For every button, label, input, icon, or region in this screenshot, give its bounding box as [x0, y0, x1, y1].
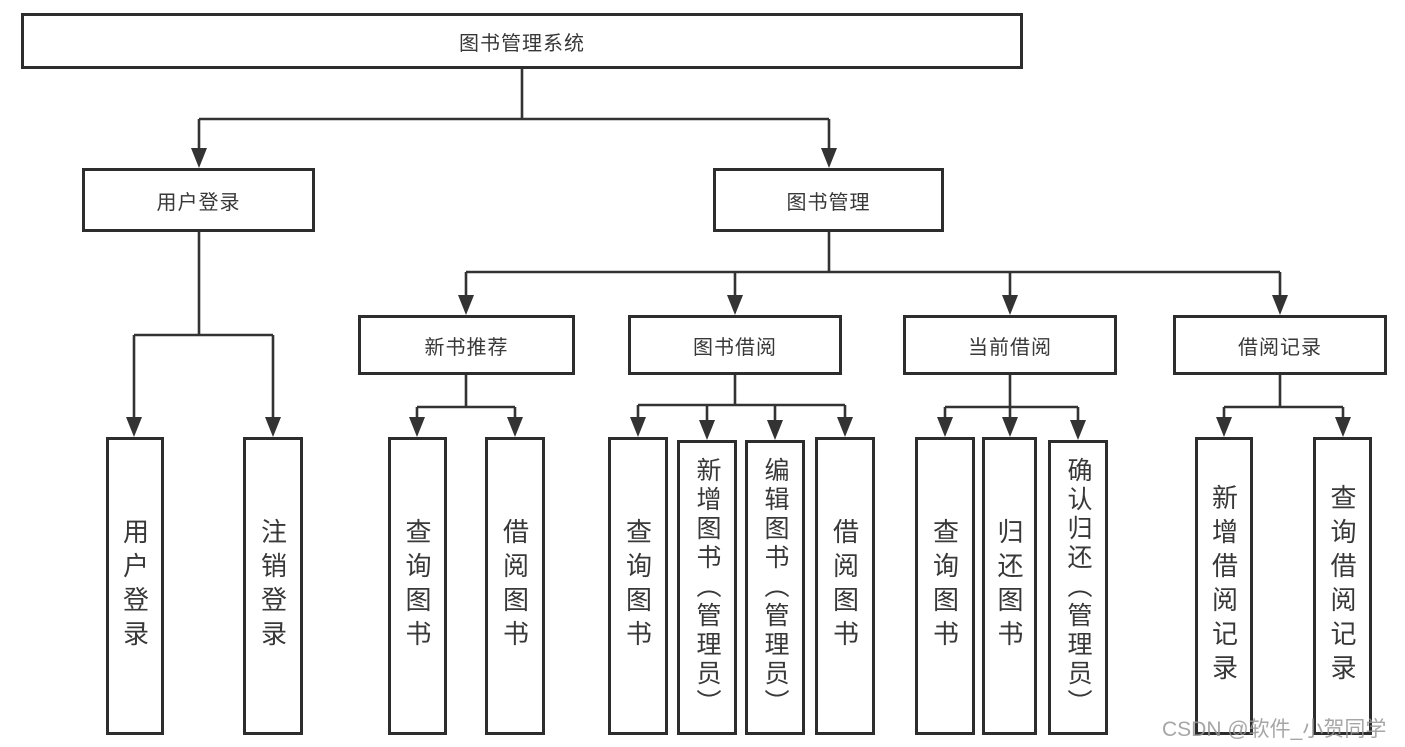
leaf-query-books-recommend: 查询图书 [388, 437, 447, 735]
leaf-borrow-books-recommend: 借阅图书 [485, 437, 545, 735]
node-book-management: 图书管理 [713, 168, 944, 232]
leaf-return-books: 归还图书 [982, 437, 1037, 735]
leaf-edit-book-admin: 编辑图书（管理员） [745, 440, 805, 735]
leaf-query-books-borrow: 查询图书 [608, 437, 668, 735]
leaf-add-borrow-record: 新增借阅记录 [1195, 437, 1253, 735]
leaf-user-login: 用户登录 [106, 437, 164, 735]
watermark: CSDN @软件_小贺同学 [1162, 718, 1387, 741]
node-book-borrow: 图书借阅 [628, 315, 842, 375]
leaf-logout: 注销登录 [243, 437, 303, 735]
node-root-system: 图书管理系统 [21, 13, 1023, 69]
leaf-borrow-books: 借阅图书 [815, 437, 875, 735]
node-borrow-records: 借阅记录 [1173, 315, 1387, 375]
arrowheads [126, 148, 1351, 440]
leaf-add-book-admin: 新增图书（管理员） [677, 440, 737, 735]
leaf-confirm-return-admin: 确认归还（管理员） [1048, 440, 1108, 735]
node-user-login: 用户登录 [82, 168, 315, 232]
node-current-borrow: 当前借阅 [903, 315, 1117, 375]
leaf-query-borrow-record: 查询借阅记录 [1313, 437, 1372, 735]
leaf-query-books-current: 查询图书 [915, 437, 975, 735]
node-new-book-recommend: 新书推荐 [358, 315, 575, 375]
